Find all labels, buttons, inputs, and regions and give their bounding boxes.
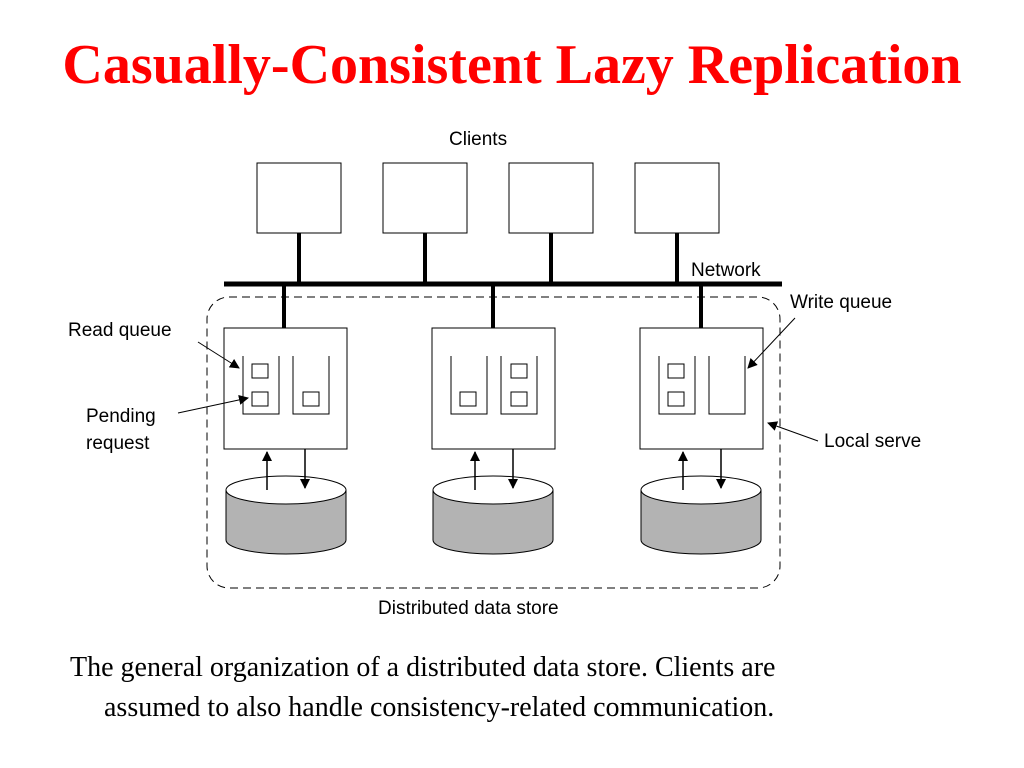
pending-label-line1: Pending — [86, 406, 156, 427]
client-connectors — [297, 233, 679, 283]
pending-pointer — [177, 394, 249, 414]
database-top — [432, 475, 554, 505]
database-body — [432, 489, 554, 555]
client-boxes — [256, 162, 720, 234]
pending-request — [251, 363, 269, 379]
write-queue-label: Write queue — [790, 292, 892, 313]
server-connectors — [282, 284, 703, 328]
database-top — [225, 475, 347, 505]
pending-label-line2: request — [86, 433, 150, 454]
client-box — [508, 162, 594, 234]
local-server-label: Local serve — [824, 431, 921, 452]
database-top — [640, 475, 762, 505]
pending-request — [251, 391, 269, 407]
server-2-queues — [450, 356, 538, 415]
slide-caption: The general organization of a distribute… — [70, 648, 970, 728]
local-server-box — [223, 327, 348, 450]
network-label: Network — [691, 260, 761, 281]
caption-line-1: The general organization of a distribute… — [70, 652, 776, 683]
read-queue-pointer — [197, 341, 240, 369]
pending-request — [302, 391, 320, 407]
client-box — [256, 162, 342, 234]
pending-request — [667, 363, 685, 379]
write-queue — [500, 356, 538, 415]
database-1 — [225, 475, 347, 555]
client-box — [382, 162, 468, 234]
clients-label: Clients — [449, 129, 507, 150]
local-server-box — [639, 327, 764, 450]
server-1-queues — [242, 356, 330, 415]
client-box — [634, 162, 720, 234]
pending-request — [667, 391, 685, 407]
server-boxes — [223, 327, 764, 450]
caption-line-2: assumed to also handle consistency-relat… — [104, 692, 775, 723]
database-2 — [432, 475, 554, 555]
pending-request — [459, 391, 477, 407]
distributed-data-store-diagram: Clients Network Distributed data store — [68, 129, 921, 619]
local-server-box — [431, 327, 556, 450]
slide-title: Casually-Consistent Lazy Replication — [62, 34, 962, 96]
server-database-arrows — [262, 449, 726, 490]
pending-request — [510, 391, 528, 407]
write-queue — [292, 356, 330, 415]
read-queue-label: Read queue — [68, 320, 172, 341]
write-queue — [708, 356, 746, 415]
data-store-label: Distributed data store — [378, 598, 559, 619]
pending-request — [510, 363, 528, 379]
read-queue — [450, 356, 488, 415]
write-queue-pointer — [747, 317, 796, 369]
database-3 — [640, 475, 762, 555]
database-body — [225, 489, 347, 555]
database-body — [640, 489, 762, 555]
read-queue — [242, 356, 280, 415]
local-server-pointer — [767, 421, 819, 442]
read-queue — [658, 356, 696, 415]
server-3-queues — [658, 356, 746, 415]
